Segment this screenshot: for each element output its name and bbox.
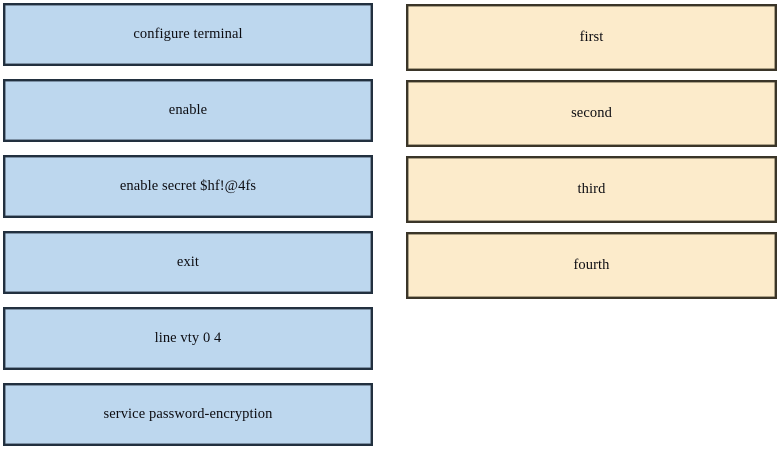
command-option-5[interactable]: line vty 0 4 (3, 307, 373, 370)
order-slot-fourth[interactable]: fourth (406, 232, 777, 299)
order-slot-second-label: second (571, 104, 612, 121)
command-option-6[interactable]: service password-encryption (3, 383, 373, 446)
order-column: first second third fourth (406, 4, 777, 299)
command-option-2-label: enable (168, 101, 208, 118)
order-slot-fourth-label: fourth (573, 256, 610, 273)
command-option-1-label: configure terminal (133, 25, 243, 42)
command-option-6-label: service password-encryption (103, 405, 273, 422)
order-slot-second[interactable]: second (406, 80, 777, 147)
command-option-3[interactable]: enable secret $hf!@4fs (3, 155, 373, 218)
command-option-3-label: enable secret $hf!@4fs (119, 177, 257, 194)
command-option-1[interactable]: configure terminal (3, 3, 373, 66)
order-slot-first-label: first (579, 28, 604, 45)
order-slot-third-label: third (577, 180, 606, 197)
command-option-2[interactable]: enable (3, 79, 373, 142)
commands-column: configure terminal enable enable secret … (3, 3, 373, 446)
order-slot-first[interactable]: first (406, 4, 777, 71)
command-option-5-label: line vty 0 4 (154, 329, 222, 346)
command-option-4[interactable]: exit (3, 231, 373, 294)
command-option-4-label: exit (176, 253, 200, 270)
order-slot-third[interactable]: third (406, 156, 777, 223)
